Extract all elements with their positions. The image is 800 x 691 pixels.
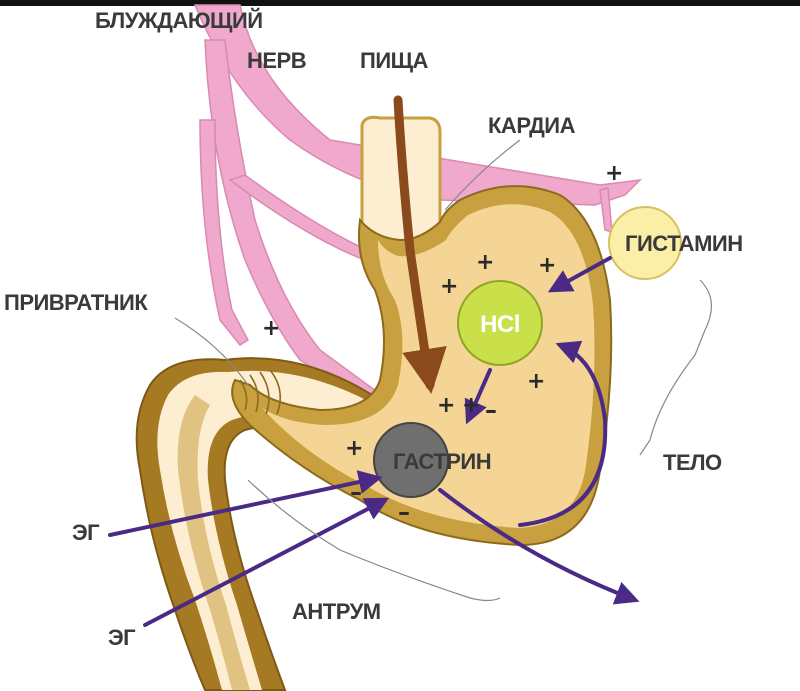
plus-sign: + bbox=[462, 393, 480, 418]
plus-sign: + bbox=[605, 161, 623, 186]
plus-sign: + bbox=[345, 436, 363, 461]
eg1-label: ЭГ bbox=[72, 520, 100, 545]
eg2-label: ЭГ bbox=[108, 625, 136, 650]
minus-sign: – bbox=[350, 478, 362, 506]
plus-sign: + bbox=[440, 274, 458, 299]
plus-sign: + bbox=[538, 253, 556, 278]
plus-sign: + bbox=[437, 393, 455, 418]
cardia-label: КАРДИА bbox=[488, 113, 576, 138]
minus-sign: – bbox=[485, 396, 497, 424]
hcl-label: HCl bbox=[480, 311, 520, 338]
body-label: ТЕЛО bbox=[663, 450, 722, 475]
vagus-label-line1: БЛУЖДАЮЩИЙ bbox=[95, 8, 263, 33]
plus-sign: + bbox=[527, 369, 545, 394]
vagus-label-line2: НЕРВ bbox=[247, 48, 306, 73]
food-label: ПИЩА bbox=[360, 48, 429, 73]
minus-sign: – bbox=[398, 498, 410, 526]
plus-sign: + bbox=[476, 250, 494, 275]
gastrin-label: ГАСТРИН bbox=[393, 449, 491, 474]
pylorus-label: ПРИВРАТНИК bbox=[4, 290, 148, 315]
plus-sign: + bbox=[262, 316, 280, 341]
antrum-label: АНТРУМ bbox=[292, 599, 381, 624]
histamine-label: ГИСТАМИН bbox=[625, 231, 743, 256]
